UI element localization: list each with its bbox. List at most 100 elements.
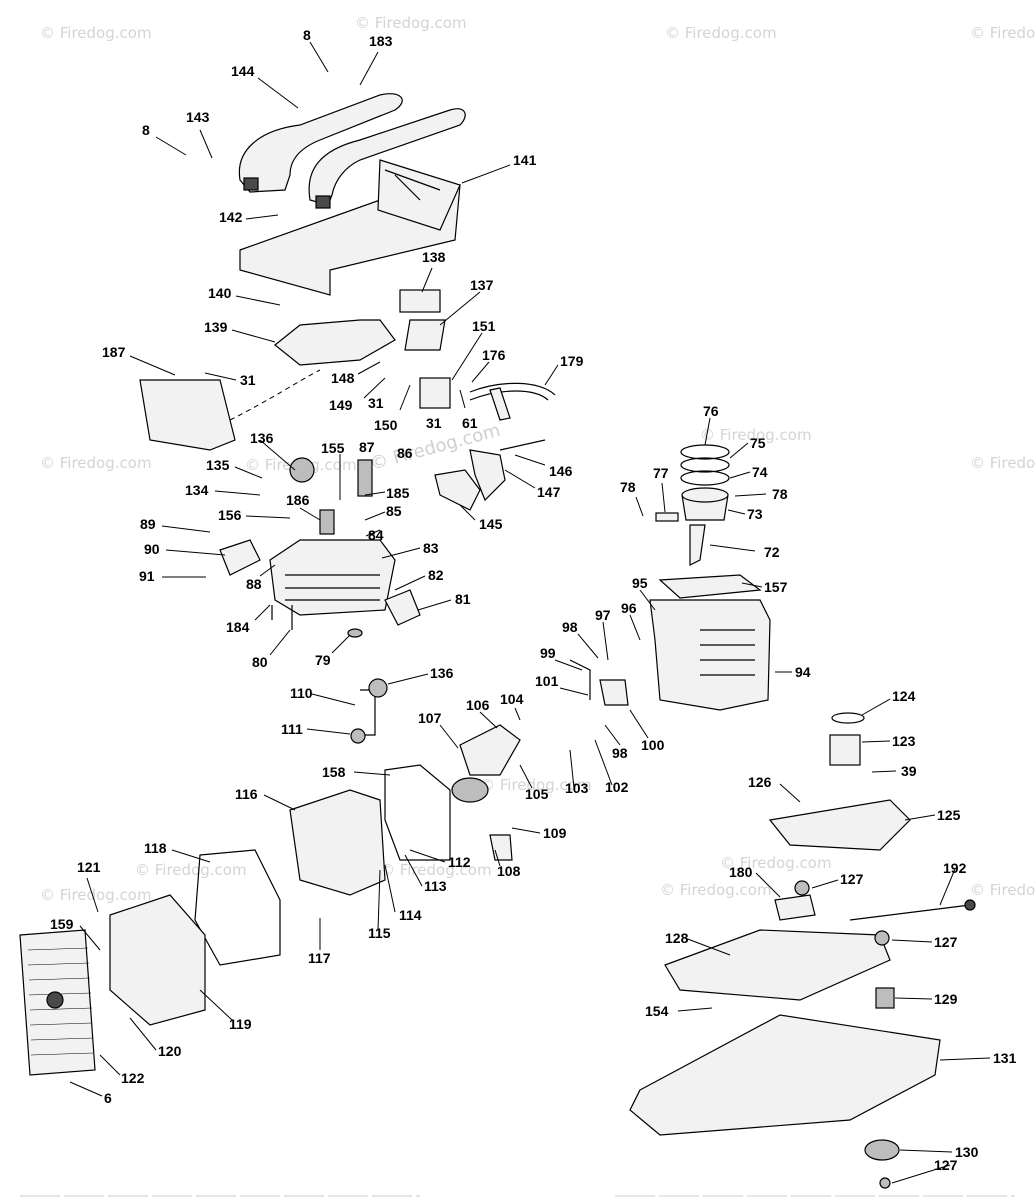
tray-part-125 [768, 799, 911, 851]
callout-label: 184 [226, 619, 250, 635]
callout-label: 134 [185, 482, 209, 498]
spring-part-186 [319, 509, 335, 535]
watermark: © Firedog.com [970, 24, 1035, 42]
callout-label: 72 [764, 544, 780, 560]
spring-part-86 [357, 459, 373, 497]
seal-part-107 [451, 777, 489, 803]
callout-label: 147 [537, 484, 561, 500]
callout-label: 76 [703, 403, 719, 419]
callout-label: 128 [665, 930, 689, 946]
watermark: © Firedog.com [135, 861, 247, 879]
ring-part-75 [680, 457, 730, 473]
callout-label: 125 [937, 807, 961, 823]
callout-label: 119 [229, 1016, 252, 1032]
callout-label: 78 [772, 486, 788, 502]
handle-part-144 [238, 93, 466, 209]
sprocket-part-136b [368, 678, 388, 698]
callout-label: 78 [620, 479, 636, 495]
part-drawings [19, 93, 976, 1189]
bracket-part-137 [404, 319, 446, 351]
callout-label: 95 [632, 575, 648, 591]
callout-labels: 8 183 144 8 143 141 142 138 140 137 139 … [50, 27, 1017, 1173]
callout-label: 39 [901, 763, 917, 779]
callout-label: 100 [641, 737, 665, 753]
callout-label: 142 [219, 209, 243, 225]
callout-label: 118 [144, 840, 167, 856]
cylinder-head-part-83 [269, 539, 396, 616]
watermark: © Firedog.com [355, 14, 467, 32]
callout-label: 148 [331, 370, 355, 386]
callout-label: 98 [612, 745, 628, 761]
block-part-138 [399, 289, 441, 313]
callout-label: 138 [422, 249, 446, 265]
rocker-part-147 [469, 449, 506, 502]
seal-part-79 [347, 628, 363, 638]
callout-label: 114 [399, 907, 422, 923]
pin-part-77 [655, 512, 679, 522]
foot-part-130 [864, 1139, 900, 1161]
engine-block-part-94 [649, 599, 771, 711]
callout-label: 185 [386, 485, 410, 501]
watermark: © Firedog.com [970, 454, 1035, 472]
callout-label: 157 [764, 579, 788, 595]
cable-part-192 [849, 904, 971, 921]
callout-label: 145 [479, 516, 503, 532]
callout-label: 112 [448, 854, 471, 870]
callout-label: 149 [329, 397, 353, 413]
mount-part-123 [829, 734, 861, 766]
leader-lines [69, 41, 991, 1184]
base-plate-part-128 [664, 929, 891, 1001]
callout-label: 154 [645, 1003, 669, 1019]
callout-label: 6 [104, 1090, 112, 1106]
sprocket-part-111 [350, 728, 366, 744]
watermark: © Firedog.com [700, 426, 812, 444]
callout-label: 98 [562, 619, 578, 635]
callout-label: 108 [497, 863, 521, 879]
rocker-part-145 [434, 469, 481, 511]
callout-label: 117 [308, 950, 331, 966]
callout-label: 8 [303, 27, 311, 43]
frame-part-141 [239, 159, 461, 296]
callout-label: 116 [235, 786, 258, 802]
callout-label: 87 [359, 439, 375, 455]
callout-label: 121 [77, 859, 101, 875]
callout-label: 80 [252, 654, 268, 670]
callout-label: 113 [424, 878, 447, 894]
callout-label: 143 [186, 109, 210, 125]
callout-label: 8 [142, 122, 150, 138]
watermark: © Firedog.com [720, 854, 832, 872]
callout-label: 150 [374, 417, 398, 433]
callout-label: 88 [246, 576, 262, 592]
callout-label: 103 [565, 780, 589, 796]
hose-part-179 [469, 382, 556, 401]
callout-label: 139 [204, 319, 228, 335]
timing-belt-part-110 [360, 689, 376, 736]
crankcase-cover-part-116 [289, 789, 386, 896]
harness-part-180 [774, 894, 816, 921]
callout-label: 122 [121, 1070, 145, 1086]
callout-label: 31 [368, 395, 384, 411]
callout-label: 61 [462, 415, 478, 431]
pan-part-131 [629, 1014, 941, 1136]
callout-label: 183 [369, 33, 393, 49]
cover-part-187 [139, 379, 236, 451]
watermark: © Firedog.com [40, 24, 152, 42]
watermark: © Firedog.com [480, 776, 592, 794]
nut-part-127 [879, 1177, 891, 1189]
pulley-part-136 [289, 457, 315, 483]
callout-label: 109 [543, 825, 567, 841]
callout-label: 90 [144, 541, 160, 557]
watermark: © Firedog.com [660, 881, 772, 899]
callout-label: 159 [50, 916, 74, 932]
ring-part-76 [680, 444, 730, 460]
callout-label: 101 [535, 673, 559, 689]
callout-label: 146 [549, 463, 573, 479]
lever-part-99 [569, 659, 591, 700]
callout-label: 135 [206, 457, 230, 473]
callout-label: 123 [892, 733, 916, 749]
callout-label: 96 [621, 600, 637, 616]
watermark: © Firedog.com [665, 24, 777, 42]
hose-end [489, 387, 511, 421]
callout-label: 127 [934, 1157, 958, 1173]
